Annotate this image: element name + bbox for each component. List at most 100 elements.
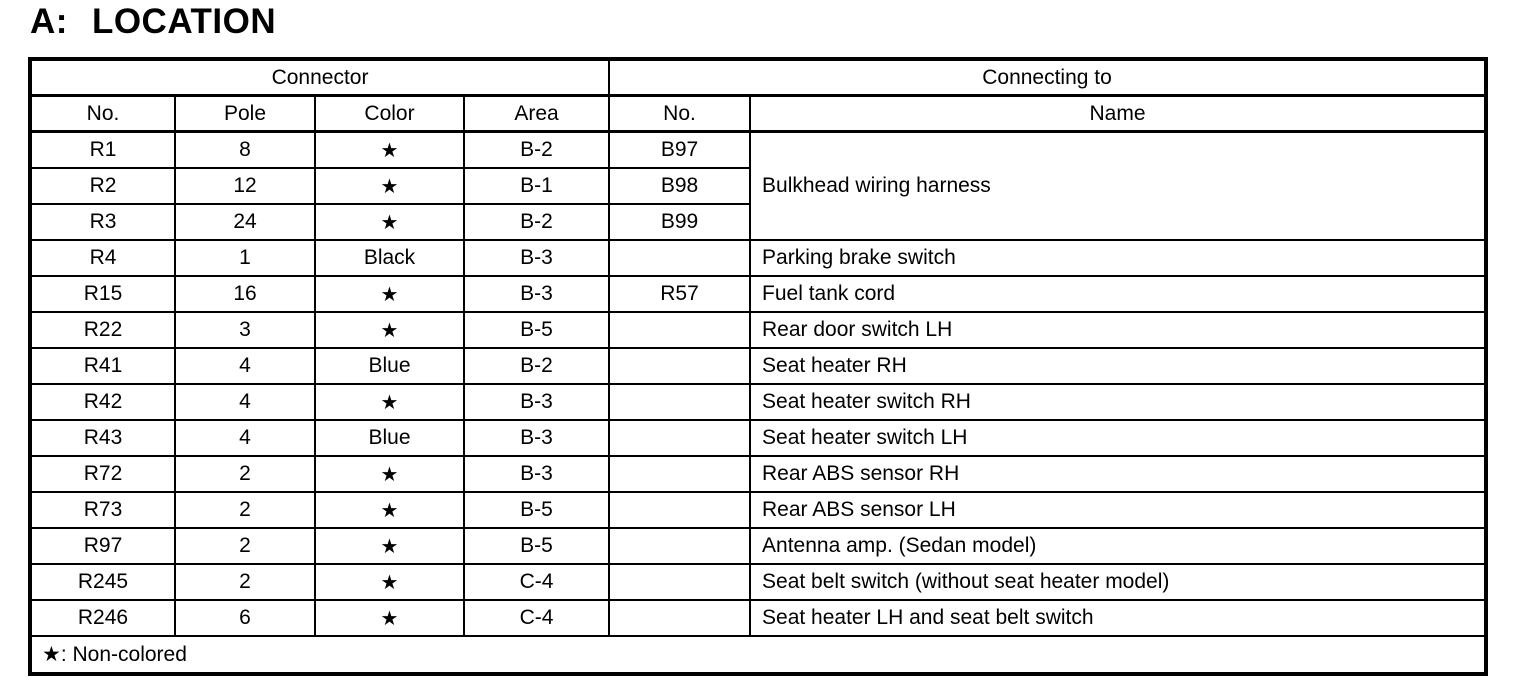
legend-text: : Non-colored [60,643,187,667]
legend-cell: ★: Non-colored [28,635,1488,676]
cell-connector-no: R72 [29,455,176,494]
cell-connecting-no: B98 [608,167,752,206]
page-title-prefix: A: [30,2,68,41]
cell-connecting-name: Seat heater switch RH [749,383,1488,422]
cell-connector-no: R246 [29,599,176,638]
group-header-connecting-to: Connecting to [608,58,1488,98]
table-row: R73 2 ★ B-5 Rear ABS sensor LH [29,491,1488,530]
cell-connector-no: R41 [29,347,176,386]
cell-area: B-3 [462,455,611,494]
cell-connector-no: R1 [29,130,176,170]
cell-connector-no: R15 [29,275,176,314]
cell-color: ★ [314,563,465,602]
column-header-row: No. Pole Color Area No. Name [29,94,1488,134]
cell-connecting-no: B99 [608,203,752,242]
cell-pole: 2 [174,527,316,566]
cell-connecting-name: Fuel tank cord [749,275,1488,314]
cell-connecting-name: Antenna amp. (Sedan model) [749,527,1488,566]
cell-area: B-5 [462,527,611,566]
table-row: R42 4 ★ B-3 Seat heater switch RH [29,383,1488,422]
table-row: R97 2 ★ B-5 Antenna amp. (Sedan model) [29,527,1488,566]
column-header-area: Area [462,94,611,134]
column-header-no: No. [29,94,176,134]
cell-pole: 4 [174,383,316,422]
column-header-conn-no: No. [608,94,752,134]
cell-pole: 2 [174,491,316,530]
cell-connecting-no [608,527,752,566]
page-title-text: LOCATION [91,2,277,41]
cell-pole: 3 [174,311,316,350]
column-header-pole: Pole [174,94,316,134]
cell-color: ★ [314,455,465,494]
table-row: R43 4 Blue B-3 Seat heater switch LH [29,419,1488,458]
cell-connecting-no [608,419,752,458]
group-header-row: Connector Connecting to [28,58,1488,98]
table-row: R246 6 ★ C-4 Seat heater LH and seat bel… [29,599,1488,638]
cell-connector-no: R2 [29,167,176,206]
cell-area: B-2 [462,347,611,386]
cell-pole: 4 [174,419,316,458]
cell-area: B-5 [462,311,611,350]
cell-color: ★ [314,203,465,242]
table-row: R22 3 ★ B-5 Rear door switch LH [29,311,1488,350]
cell-connecting-name: Parking brake switch [749,239,1488,278]
cell-connecting-no [608,311,752,350]
cell-area: B-5 [462,491,611,530]
cell-connector-no: R43 [29,419,176,458]
cell-connector-no: R97 [29,527,176,566]
cell-connecting-no [608,599,752,638]
cell-pole: 12 [174,167,316,206]
cell-area: B-1 [462,167,611,206]
cell-color: Black [314,239,465,278]
cell-connecting-no [608,239,752,278]
cell-connecting-no [608,383,752,422]
cell-color: ★ [314,130,465,170]
cell-area: C-4 [462,599,611,638]
cell-area: B-2 [462,130,611,170]
cell-pole: 2 [174,563,316,602]
cell-pole: 6 [174,599,316,638]
cell-color: Blue [314,347,465,386]
cell-connecting-no [608,491,752,530]
table-row: R15 16 ★ B-3 R57 Fuel tank cord [29,275,1488,314]
column-header-color: Color [314,94,465,134]
cell-connecting-no [608,347,752,386]
cell-connecting-no: R57 [608,275,752,314]
table-row: R4 1 Black B-3 Parking brake switch [29,239,1488,278]
column-header-name: Name [749,94,1488,134]
cell-connecting-no [608,563,752,602]
page-title: A: LOCATION [30,2,1520,42]
table-row: R72 2 ★ B-3 Rear ABS sensor RH [29,455,1488,494]
cell-color: ★ [314,527,465,566]
table-row: R3 24 ★ B-2 B99 [29,203,1486,242]
table-row: R1 8 ★ B-2 B97 Bulkhead wiring harness [29,130,1488,242]
cell-pole: 2 [174,455,316,494]
cell-pole: 1 [174,239,316,278]
table-row: R2 12 ★ B-1 B98 [29,167,1486,206]
cell-connecting-name: Bulkhead wiring harness [749,130,1488,242]
cell-color: Blue [314,419,465,458]
cell-connecting-name: Rear ABS sensor LH [749,491,1488,530]
cell-connecting-name: Seat heater switch LH [749,419,1488,458]
cell-pole: 8 [174,130,316,170]
cell-color: ★ [314,167,465,206]
cell-connector-no: R3 [29,203,176,242]
cell-area: B-3 [462,275,611,314]
cell-connecting-name: Seat heater RH [749,347,1488,386]
cell-area: B-3 [462,383,611,422]
cell-color: ★ [314,491,465,530]
cell-area: B-3 [462,419,611,458]
cell-connecting-name: Rear ABS sensor RH [749,455,1488,494]
connector-location-table: Connector Connecting to No. Pole Color A… [28,57,1489,677]
cell-area: B-3 [462,239,611,278]
cell-connector-no: R245 [29,563,176,602]
cell-color: ★ [314,599,465,638]
cell-connector-no: R73 [29,491,176,530]
cell-connector-no: R42 [29,383,176,422]
cell-pole: 24 [174,203,316,242]
cell-pole: 4 [174,347,316,386]
cell-area: B-2 [462,203,611,242]
table-row: R245 2 ★ C-4 Seat belt switch (without s… [29,563,1488,602]
cell-connector-no: R4 [29,239,176,278]
group-header-connector: Connector [28,58,611,98]
